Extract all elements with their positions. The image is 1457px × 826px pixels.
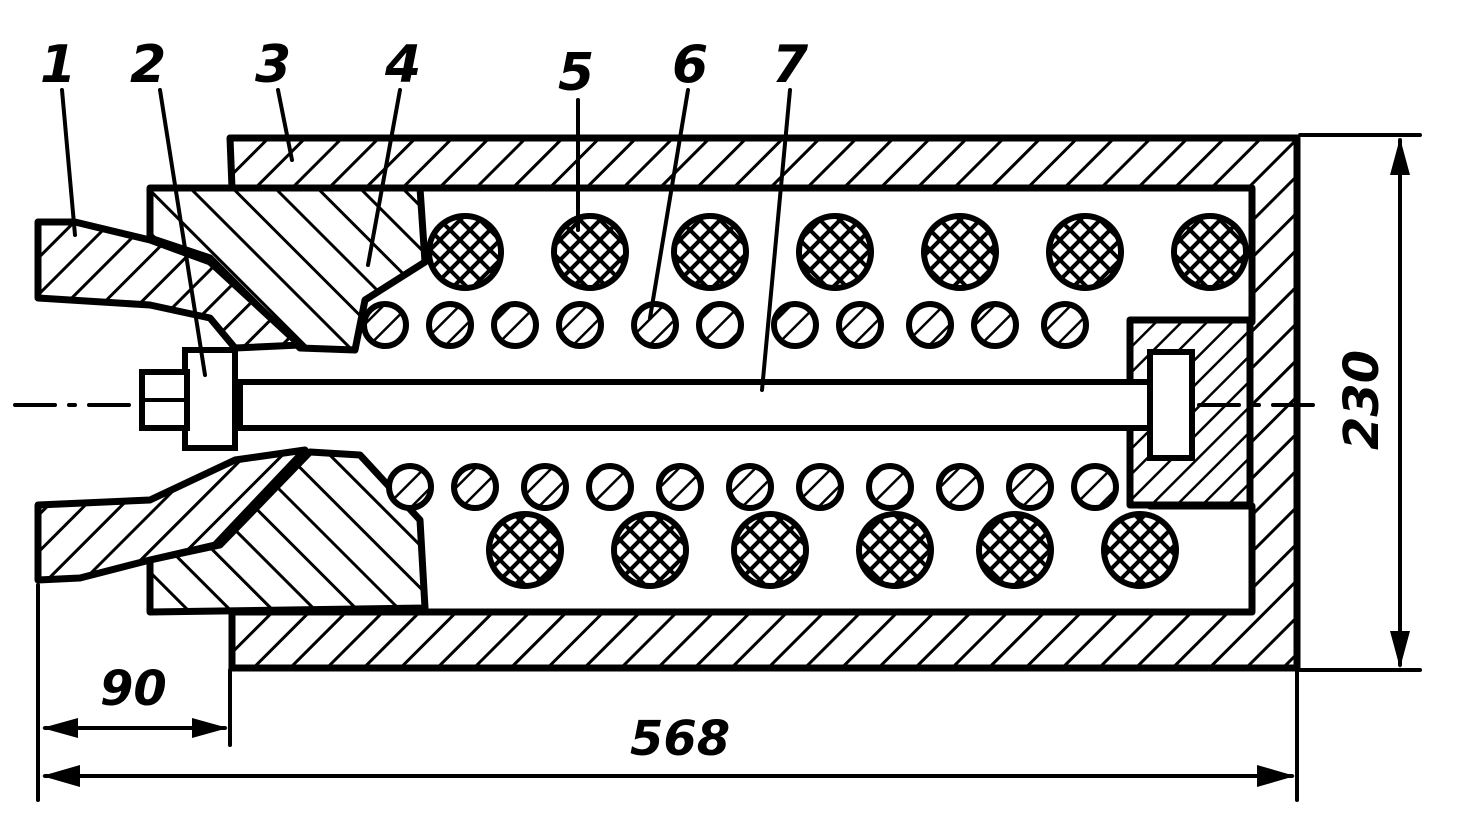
outer-coil-section	[1046, 213, 1124, 291]
inner-coil-section	[451, 463, 499, 511]
dimension-230	[1298, 133, 1422, 672]
outer-coil-section	[976, 511, 1054, 589]
inner-spring	[361, 301, 1119, 511]
inner-coil-section	[726, 463, 774, 511]
inner-coil-section	[796, 463, 844, 511]
dimension-90	[36, 583, 232, 802]
inner-coil-section	[771, 301, 819, 349]
callout-7: 7	[772, 35, 809, 95]
inner-coil-section	[1006, 463, 1054, 511]
inner-coil-section	[586, 463, 634, 511]
inner-coil-section	[836, 301, 884, 349]
inner-coil-section	[556, 301, 604, 349]
inner-coil-section	[656, 463, 704, 511]
coupler-end-bottom	[34, 446, 309, 584]
callout-1: 1	[40, 35, 76, 95]
inner-coil-section	[521, 463, 569, 511]
callout-5: 5	[558, 43, 594, 103]
callout-6: 6	[672, 35, 708, 95]
dimension-90-label: 90	[100, 661, 167, 717]
inner-coil-section	[1071, 463, 1119, 511]
inner-coil-section	[866, 463, 914, 511]
outer-coil-section	[426, 213, 504, 291]
inner-coil-section	[426, 301, 474, 349]
bolt-nut	[139, 347, 238, 451]
outer-spring	[426, 213, 1249, 589]
callout-2: 2	[130, 35, 166, 95]
inner-coil-section	[491, 301, 539, 349]
outer-coil-section	[611, 511, 689, 589]
inner-coil-section	[936, 463, 984, 511]
outer-coil-section	[551, 213, 629, 291]
callout-3: 3	[255, 35, 291, 95]
inner-coil-section	[696, 301, 744, 349]
coupler-end-top	[34, 218, 304, 352]
dimension-230-label: 230	[1334, 350, 1390, 450]
inner-coil-section	[971, 301, 1019, 349]
leader-lines	[60, 88, 792, 392]
outer-coil-section	[486, 511, 564, 589]
inner-coil-section	[906, 301, 954, 349]
dimension-568	[42, 670, 1299, 802]
inner-coil-section	[631, 301, 679, 349]
tie-bolt	[237, 349, 1195, 461]
outer-coil-section	[856, 511, 934, 589]
inner-coil-section	[1041, 301, 1089, 349]
dimension-568-label: 568	[630, 711, 730, 767]
inner-coil-section	[386, 463, 434, 511]
outer-coil-section	[921, 213, 999, 291]
outer-coil-section	[796, 213, 874, 291]
outer-coil-section	[1171, 213, 1249, 291]
callout-4: 4	[384, 35, 421, 95]
outer-coil-section	[731, 511, 809, 589]
outer-coil-section	[1101, 511, 1179, 589]
inner-coil-section	[361, 301, 409, 349]
outer-coil-section	[671, 213, 749, 291]
